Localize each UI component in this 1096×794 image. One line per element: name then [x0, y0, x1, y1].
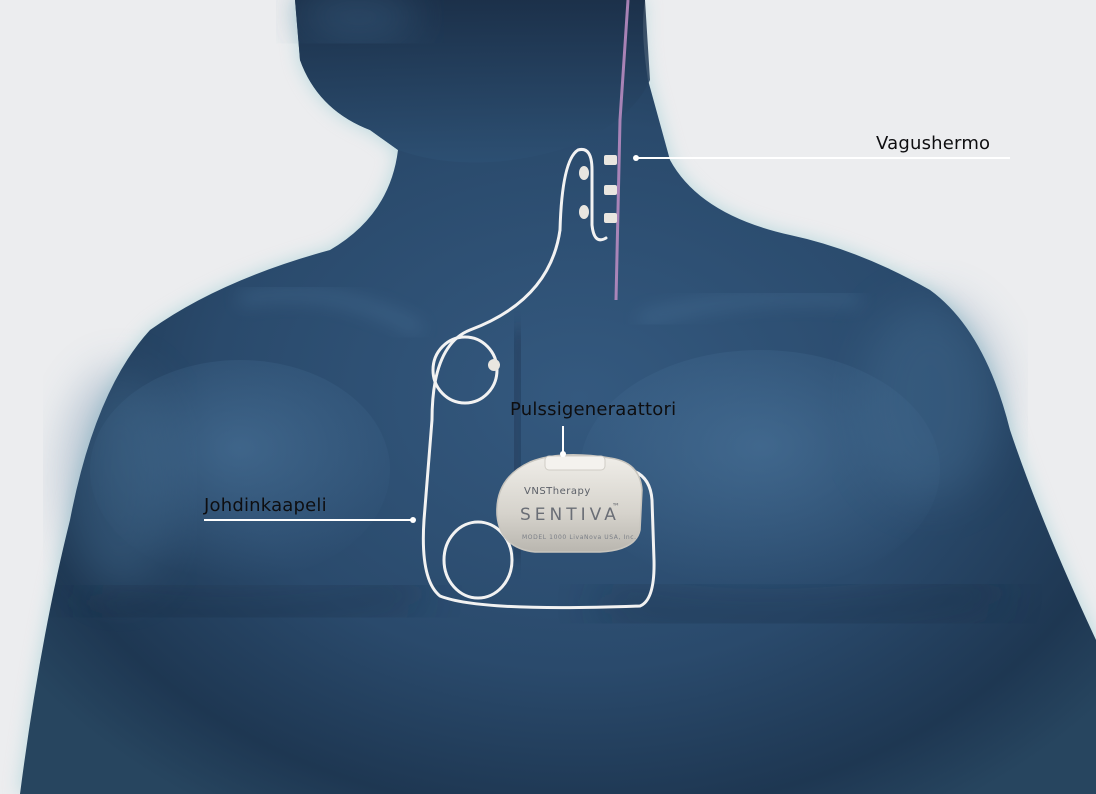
label-pulse-generator: Pulssigeneraattori	[510, 399, 676, 421]
device-model-text: MODEL 1000 LivaNova USA, Inc.	[522, 534, 637, 541]
label-vagus-nerve: Vagushermo	[876, 133, 990, 155]
device-name-text: SENTIVA	[520, 505, 620, 525]
device-brand-text: VNSTherapy	[524, 486, 591, 497]
leader-dot-pulse-generator	[560, 451, 566, 457]
leader-line-pulse-generator	[562, 426, 564, 453]
label-lead-cable: Johdinkaapeli	[204, 495, 327, 517]
leader-dot-vagus-nerve	[633, 155, 639, 161]
leader-line-vagus-nerve	[636, 157, 1010, 159]
leader-dot-lead-cable	[410, 517, 416, 523]
device-trademark: ™	[612, 502, 621, 511]
leader-line-lead-cable	[204, 519, 414, 521]
